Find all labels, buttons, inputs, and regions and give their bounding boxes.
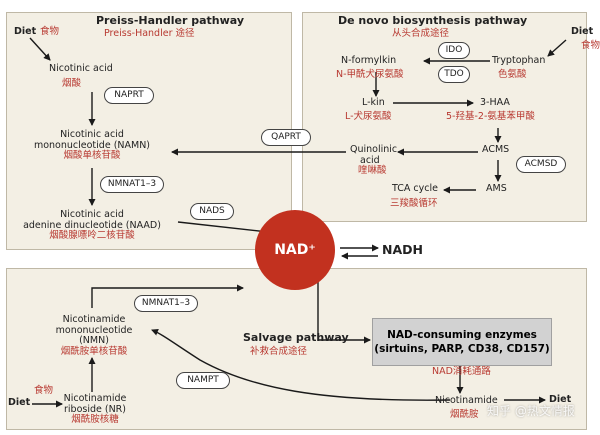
- tdo-enzyme: TDO: [438, 66, 470, 83]
- diet-label-salvage: Diet: [8, 397, 31, 408]
- nampt-enzyme: NAMPT: [176, 372, 230, 389]
- n-formylkin-cn: N-甲酰犬尿氨酸: [336, 69, 404, 80]
- acms-label: ACMS: [482, 144, 510, 155]
- naad-line-1: Nicotinic acid: [60, 209, 124, 220]
- de-novo-title-cn: 从头合成途径: [392, 28, 450, 39]
- nmnat-enzyme-preiss: NMNAT1–3: [100, 176, 164, 193]
- diet-label-denovo: Diet: [571, 26, 594, 37]
- nad-consuming-enzymes-box: NAD-consuming enzymes (sirtuins, PARP, C…: [372, 318, 552, 366]
- ams-label: AMS: [486, 183, 507, 194]
- nad-plus-node: NAD⁺: [255, 210, 335, 290]
- namn-line-2: mononucleotide (NAMN): [33, 139, 151, 151]
- nicotinamide-label: Nicotinamide: [435, 395, 498, 406]
- nads-enzyme: NADS: [190, 203, 234, 220]
- tryptophan-cn: 色氨酸: [498, 69, 527, 80]
- quinolinic-line-1: Quinolinic: [350, 144, 398, 155]
- enzymes-line-1: NAD-consuming enzymes: [387, 328, 537, 341]
- salvage-title-cn: 补救合成途径: [250, 346, 308, 357]
- 3-haa-label: 3-HAA: [480, 97, 510, 108]
- diet-label-preiss: Diet: [14, 26, 37, 37]
- preiss-handler-title: Preiss-Handler pathway: [96, 14, 245, 27]
- arrow-naad-to-nad: [177, 221, 269, 235]
- arrow-nam-to-nmn: [151, 328, 451, 401]
- n-formylkin-label: N-formylkin: [341, 55, 397, 66]
- nmn-cn: 烟酰胺单核苷酸: [60, 345, 128, 357]
- de-novo-title: De novo biosynthesis pathway: [338, 14, 528, 27]
- nr-cn: 烟酰胺核糖: [71, 414, 119, 426]
- acmsd-enzyme: ACMSD: [516, 156, 566, 173]
- naad-cn: 烟酸腺嘌呤二核苷酸: [49, 230, 135, 242]
- nmn-line-3: (NMN): [79, 335, 109, 347]
- nr-label: Nicotinamide riboside (NR) 烟酰胺核糖: [52, 393, 138, 426]
- tca-cycle-label: TCA cycle: [392, 183, 438, 194]
- diet-cn-salvage: 食物: [34, 385, 54, 396]
- naprt-enzyme: NAPRT: [104, 87, 154, 104]
- diet-label-right: Diet: [549, 394, 572, 405]
- watermark: 知乎 @热文情报: [487, 404, 575, 418]
- arrow-nad-to-enzymes: [317, 280, 371, 344]
- namn-line-1: Nicotinic acid: [60, 129, 124, 140]
- nad-plus-label: NAD⁺: [274, 242, 316, 258]
- namn-label: Nicotinic acid mononucleotide (NAMN) 烟酸单…: [20, 129, 164, 162]
- salvage-title: Salvage pathway: [243, 331, 349, 344]
- tryptophan-label: Tryptophan: [492, 55, 546, 66]
- nmn-line-1: Nicotinamide: [62, 314, 126, 325]
- 3-haa-cn: 5-羟基-2-氨基苯甲酸: [446, 111, 535, 122]
- ido-enzyme: IDO: [438, 42, 470, 59]
- enzymes-cn: NAD消耗通路: [432, 366, 491, 377]
- naad-label: Nicotinic acid adenine dinucleotide (NAA…: [14, 209, 170, 242]
- nmnat-enzyme-salvage: NMNAT1–3: [134, 295, 198, 312]
- l-kin-label: L-kin: [362, 97, 385, 108]
- nicotinic-acid-label: Nicotinic acid: [49, 63, 113, 74]
- qaprt-enzyme: QAPRT: [261, 129, 311, 146]
- l-kin-cn: L-犬尿氨酸: [345, 111, 392, 122]
- nr-line-1: Nicotinamide: [63, 393, 127, 404]
- enzymes-line-2: (sirtuins, PARP, CD38, CD157): [374, 343, 550, 355]
- nicotinic-acid-cn: 烟酸: [62, 78, 82, 89]
- arrow-diet-to-nicotinic-acid: [29, 37, 51, 61]
- arrow-diet-to-tryptophan: [547, 39, 567, 57]
- naad-line-2: adenine dinucleotide (NAAD): [23, 219, 161, 231]
- quinolinic-line-2: acid: [360, 154, 380, 166]
- nadh-label: NADH: [382, 242, 423, 257]
- preiss-handler-panel: [6, 12, 292, 250]
- arrow-nmn-to-nad: [91, 284, 244, 308]
- nr-line-2: riboside (NR): [64, 403, 126, 415]
- tca-cycle-cn: 三羧酸循环: [390, 198, 438, 209]
- nicotinamide-cn: 烟酰胺: [450, 409, 479, 420]
- diet-cn-denovo: 食物: [581, 40, 600, 51]
- nmn-label: Nicotinamide mononucleotide (NMN) 烟酰胺单核苷…: [46, 314, 142, 358]
- quinolinic-acid-label: Quinolinic acid 喹啉酸: [350, 144, 398, 177]
- preiss-handler-title-cn: Preiss-Handler 途径: [104, 28, 195, 39]
- namn-cn: 烟酸单核苷酸: [63, 150, 121, 162]
- nmn-line-2: mononucleotide: [55, 324, 133, 336]
- diet-cn-preiss: 食物: [40, 26, 60, 37]
- quinolinic-cn: 喹啉酸: [358, 165, 387, 177]
